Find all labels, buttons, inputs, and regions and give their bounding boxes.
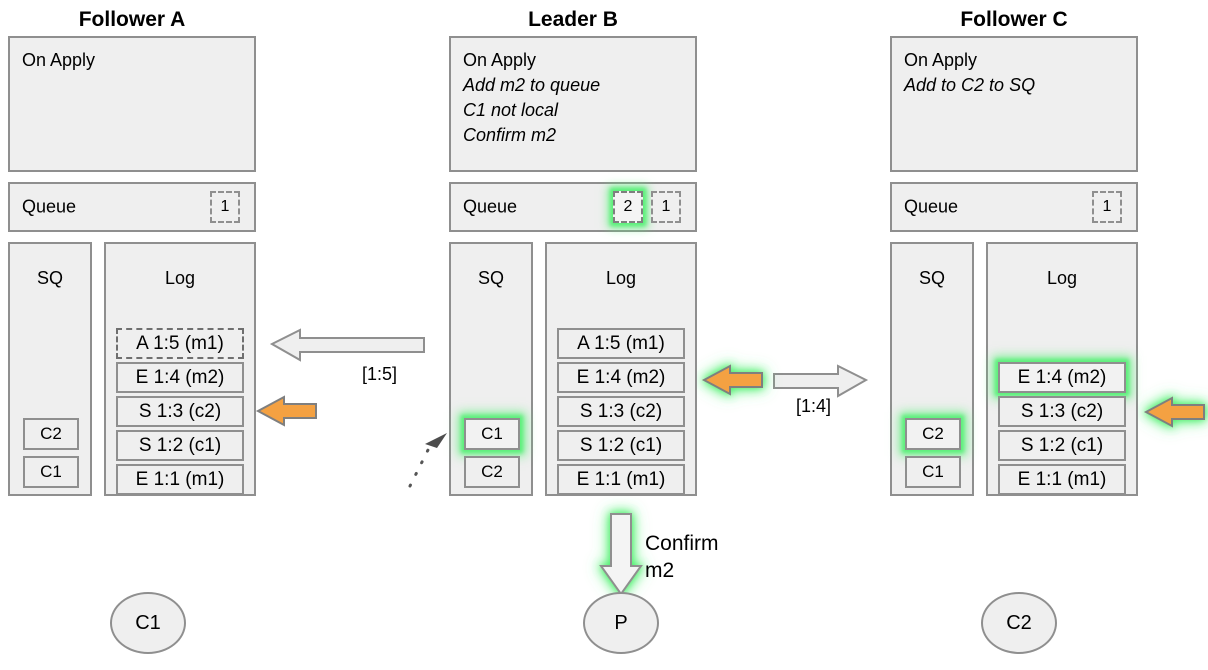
client-circle-p: P <box>583 592 659 654</box>
sq-entry: C1 <box>905 456 961 488</box>
log-title: Log <box>1046 268 1078 288</box>
queue-panel-follower-a: Queue 1 <box>8 182 256 232</box>
log-entry: E 1:1 (m1) <box>557 464 685 495</box>
on-apply-header: On Apply <box>22 50 96 70</box>
sq-entry: C1 <box>23 456 79 488</box>
sq-title: SQ <box>918 268 945 288</box>
sq-panel-leader-b: SQ C1 C2 <box>449 242 533 496</box>
log-entry: E 1:4 (m2) <box>116 362 244 393</box>
node-title-follower-a: Follower A <box>78 8 186 31</box>
apply-pointer-follower-a <box>255 395 317 427</box>
queue-chip: 1 <box>1092 191 1122 223</box>
apply-pointer-follower-c <box>1143 396 1205 428</box>
sq-entry: C1 <box>464 418 520 450</box>
log-entry: E 1:1 (m1) <box>998 464 1126 495</box>
log-panel-leader-b: Log A 1:5 (m1) E 1:4 (m2) S 1:3 (c2) S 1… <box>545 242 697 496</box>
on-apply-header: On Apply <box>904 50 978 70</box>
on-apply-header: On Apply <box>463 50 537 70</box>
replicate-right-label: [1:4] <box>796 396 832 416</box>
replicate-left-label: [1:5] <box>362 364 398 384</box>
queue-panel-follower-c: Queue 1 <box>890 182 1138 232</box>
log-title: Log <box>164 268 196 288</box>
log-entry: S 1:3 (c2) <box>998 396 1126 427</box>
client-circle-c1: C1 <box>110 592 186 654</box>
queue-chip: 2 <box>613 191 643 223</box>
queue-panel-leader-b: Queue 2 1 <box>449 182 697 232</box>
log-entry: E 1:4 (m2) <box>998 362 1126 393</box>
apply-pointer-leader-b <box>701 364 763 396</box>
replicate-arrow-right <box>773 364 869 398</box>
log-entry: E 1:4 (m2) <box>557 362 685 393</box>
sq-panel-follower-c: SQ C2 C1 <box>890 242 974 496</box>
sq-entry: C2 <box>464 456 520 488</box>
log-entry: S 1:2 (c1) <box>998 430 1126 461</box>
queue-label: Queue <box>22 196 77 217</box>
queue-label: Queue <box>463 196 518 217</box>
log-entry: S 1:2 (c1) <box>116 430 244 461</box>
on-apply-line: Add to C2 to SQ <box>904 75 1036 95</box>
node-title-leader-b: Leader B <box>528 8 618 31</box>
log-panel-follower-c: Log E 1:4 (m2) S 1:3 (c2) S 1:2 (c1) E 1… <box>986 242 1138 496</box>
on-apply-panel-follower-c: On Apply Add to C2 to SQ <box>890 36 1138 172</box>
client-circle-c2: C2 <box>981 592 1057 654</box>
on-apply-panel-follower-a: On Apply <box>8 36 256 172</box>
sq-title: SQ <box>36 268 63 288</box>
confirm-label-line1: Confirm <box>645 532 719 555</box>
log-title: Log <box>605 268 637 288</box>
sq-entry: C2 <box>905 418 961 450</box>
confirm-arrow-down <box>599 513 643 596</box>
log-panel-follower-a: Log A 1:5 (m1) E 1:4 (m2) S 1:3 (c2) S 1… <box>104 242 256 496</box>
on-apply-line: Confirm m2 <box>463 125 557 145</box>
queue-label: Queue <box>904 196 959 217</box>
log-entry: A 1:5 (m1) <box>557 328 685 359</box>
log-entry: E 1:1 (m1) <box>116 464 244 495</box>
log-entry: S 1:2 (c1) <box>557 430 685 461</box>
queue-chip: 1 <box>210 191 240 223</box>
replicate-arrow-left <box>269 328 425 362</box>
on-apply-line: C1 not local <box>463 100 559 120</box>
queue-chip: 1 <box>651 191 681 223</box>
log-entry: S 1:3 (c2) <box>116 396 244 427</box>
sq-panel-follower-a: SQ C2 C1 <box>8 242 92 496</box>
sq-entry: C2 <box>23 418 79 450</box>
log-entry: A 1:5 (m1) <box>116 328 244 359</box>
dotted-pointer-to-sq <box>408 433 447 488</box>
log-entry: S 1:3 (c2) <box>557 396 685 427</box>
on-apply-panel-leader-b: On Apply Add m2 to queue C1 not local Co… <box>449 36 697 172</box>
confirm-label-line2: m2 <box>645 559 675 582</box>
node-title-follower-c: Follower C <box>960 8 1068 31</box>
on-apply-line: Add m2 to queue <box>463 75 601 95</box>
sq-title: SQ <box>477 268 504 288</box>
